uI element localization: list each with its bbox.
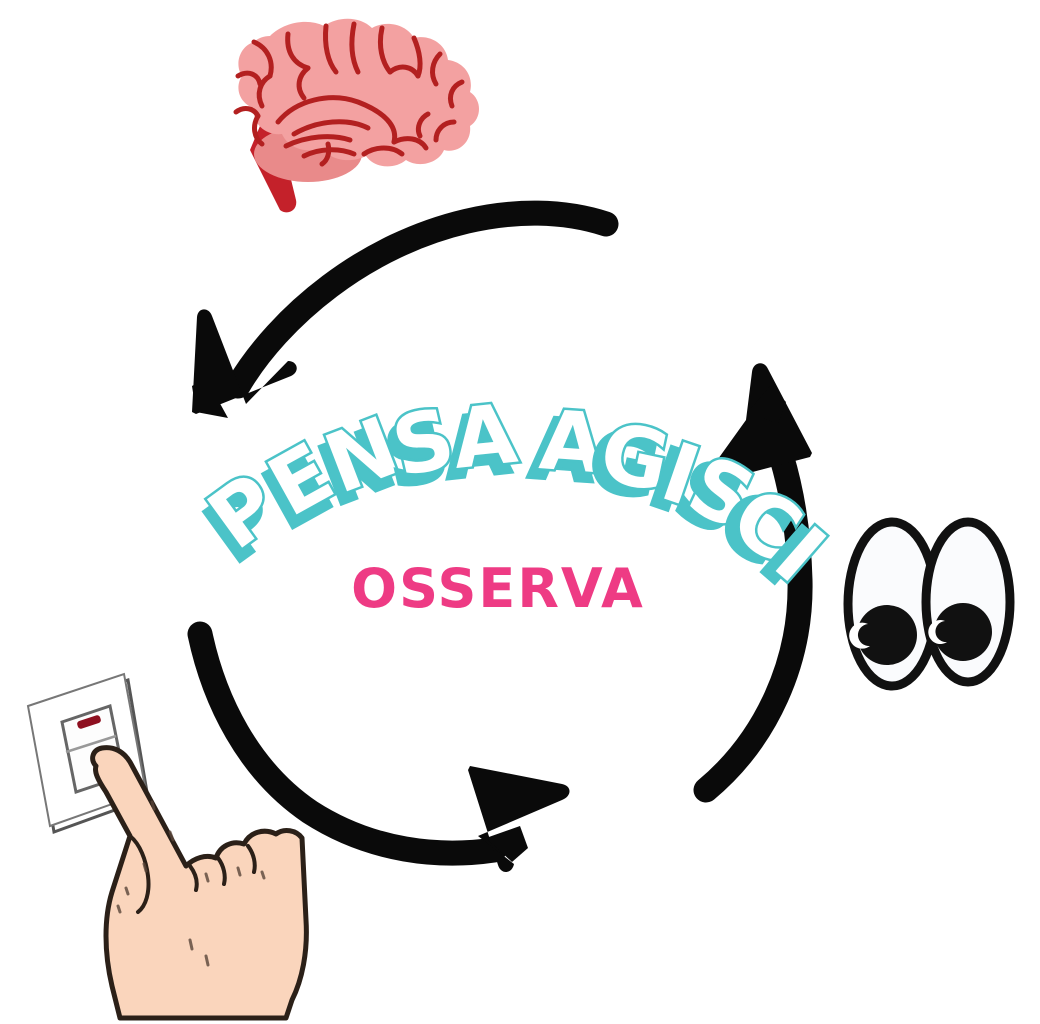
- arrow-eyes-to-brain: [693, 363, 813, 803]
- pupil-left: [857, 605, 917, 665]
- arrow-hand-to-eyes: [187, 621, 570, 873]
- switch-indicator: [77, 715, 101, 729]
- pupil-highlight-right: [928, 620, 947, 645]
- pupil-highlight-left: [849, 622, 870, 649]
- arrow-brain-to-hand: [192, 200, 619, 418]
- eye-right: [921, 517, 1015, 687]
- pupil-right: [934, 603, 992, 661]
- brain-folds: [233, 21, 465, 167]
- pressing-hand: [90, 745, 309, 1021]
